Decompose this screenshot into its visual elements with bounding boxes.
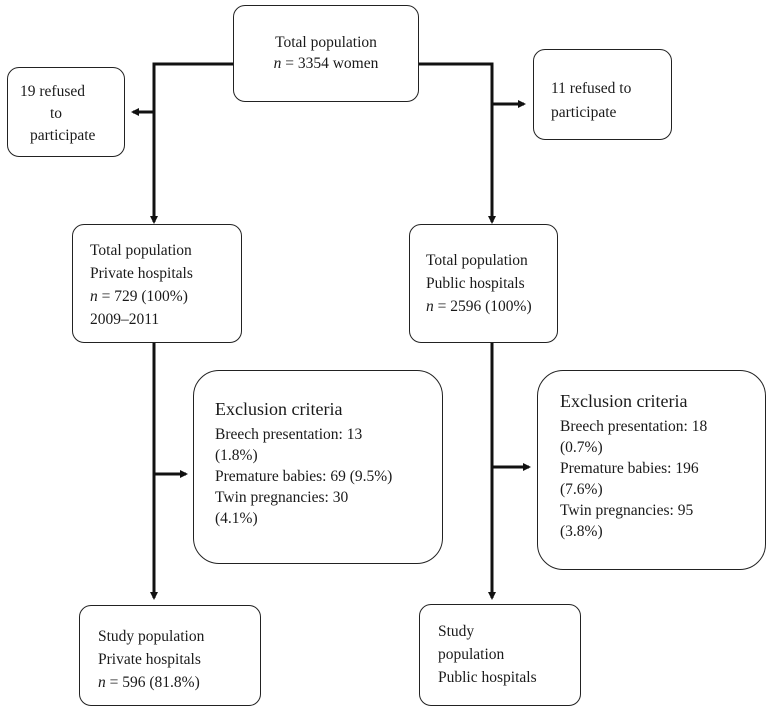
exclusion-private-title: Exclusion criteria: [215, 399, 343, 419]
exclusion-private-line: Premature babies: 69 (9.5%): [215, 468, 393, 485]
study-private-count: n = 596 (81.8%): [98, 674, 200, 691]
private-total-line1: Total population: [90, 242, 192, 259]
exclusion-private-line: (4.1%): [215, 510, 258, 527]
exclusion-public-line: (3.8%): [560, 523, 603, 540]
exclusion-public-line: (0.7%): [560, 439, 603, 456]
public-total-line1: Total population: [426, 252, 528, 269]
refused-right-line2: participate: [551, 104, 617, 121]
refused-right-box: 11 refused to participate: [533, 49, 672, 140]
exclusion-public-line: (7.6%): [560, 481, 603, 498]
private-total-line2: Private hospitals: [90, 265, 193, 282]
exclusion-public-box: Exclusion criteria Breech presentation: …: [537, 370, 766, 570]
study-private-line2: Private hospitals: [98, 651, 201, 668]
refused-left-line2: to: [50, 105, 63, 122]
total-population-box: Total population n = 3354 women: [233, 5, 419, 102]
refused-left-box: 19 refused to participate: [7, 67, 125, 157]
arrow-top-to-private: [150, 62, 233, 224]
exclusion-private-line: Breech presentation: 13: [215, 426, 363, 443]
study-public-box: Study population Public hospitals: [419, 604, 581, 706]
exclusion-private-box: Exclusion criteria Breech presentation: …: [193, 370, 443, 564]
refused-right-line1: 11 refused to: [551, 80, 632, 97]
refused-left-line1: 19 refused: [20, 83, 85, 100]
study-public-line2: population: [438, 646, 505, 663]
total-population-title: Total population: [275, 34, 377, 51]
exclusion-public-title: Exclusion criteria: [560, 391, 688, 411]
study-private-box: Study population Private hospitals n = 5…: [79, 605, 261, 706]
public-total-count: n = 2596 (100%): [426, 298, 532, 315]
total-population-count: n = 3354 women: [273, 55, 379, 72]
arrow-top-to-public: [419, 62, 496, 224]
study-public-line3: Public hospitals: [438, 669, 537, 686]
private-total-box: Total population Private hospitals n = 7…: [72, 224, 242, 343]
exclusion-public-line: Breech presentation: 18: [560, 418, 708, 435]
exclusion-public-line: Twin pregnancies: 95: [560, 502, 694, 519]
private-total-years: 2009–2011: [90, 311, 160, 328]
exclusion-private-line: Twin pregnancies: 30: [215, 489, 349, 506]
refused-left-line3: participate: [30, 127, 96, 144]
study-public-line1: Study: [438, 623, 475, 640]
exclusion-public-line: Premature babies: 196: [560, 460, 699, 477]
private-total-count: n = 729 (100%): [90, 288, 188, 305]
exclusion-private-line: (1.8%): [215, 447, 258, 464]
public-total-box: Total population Public hospitals n = 25…: [409, 224, 558, 343]
study-private-line1: Study population: [98, 628, 205, 645]
public-total-line2: Public hospitals: [426, 275, 525, 292]
